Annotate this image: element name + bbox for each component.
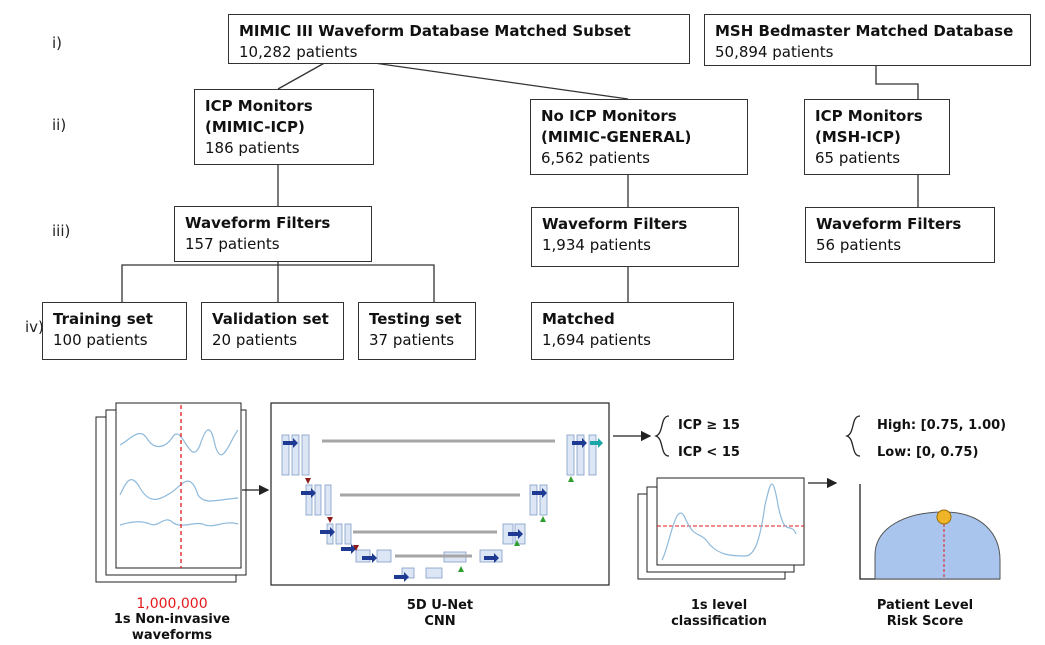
icp-trace <box>661 483 797 561</box>
stage-label: i) <box>52 34 63 52</box>
box-subtitle: (MIMIC-GENERAL) <box>541 128 692 146</box>
icp-monitors-mimic-box: ICP Monitors (MIMIC-ICP) 186 patients <box>194 89 374 165</box>
risk-high-label: High: [0.75, 1.00) <box>877 418 1007 433</box>
box-title: Training set <box>53 310 153 328</box>
matched-box: Matched 1,694 patients <box>531 302 734 360</box>
icp-monitors-msh-box: ICP Monitors (MSH-ICP) 65 patients <box>804 99 950 175</box>
stage-label: ii) <box>52 116 67 134</box>
box-count: 10,282 patients <box>239 43 358 61</box>
box-title: MSH Bedmaster Matched Database <box>715 22 1014 40</box>
classification-caption: 1s level classification <box>654 598 784 630</box>
brace-icon <box>845 415 861 457</box>
waveform-filters-mimic-icp-box: Waveform Filters 157 patients <box>174 206 372 262</box>
icp-low-label: ICP < 15 <box>678 445 740 460</box>
testing-set-box: Testing set 37 patients <box>358 302 476 360</box>
box-count: 56 patients <box>816 236 902 254</box>
caption-line: Patient Level <box>876 598 974 613</box>
box-subtitle: (MIMIC-ICP) <box>205 118 305 136</box>
box-count: 157 patients <box>185 235 280 253</box>
box-title: Waveform Filters <box>542 215 688 233</box>
risk-score-plot <box>859 484 1001 580</box>
training-set-box: Training set 100 patients <box>42 302 187 360</box>
box-title: ICP Monitors <box>815 107 923 125</box>
box-title: Matched <box>542 310 615 328</box>
caption-line: Risk Score <box>886 614 964 629</box>
box-title: MIMIC III Waveform Database Matched Subs… <box>239 22 631 40</box>
waveforms-count: 1,000,000 <box>136 596 208 612</box>
box-subtitle: (MSH-ICP) <box>815 128 901 146</box>
waveform-filters-general-box: Waveform Filters 1,934 patients <box>531 207 739 267</box>
box-count: 20 patients <box>212 331 298 349</box>
box-count: 1,934 patients <box>542 236 651 254</box>
risk-score-caption: Patient Level Risk Score <box>860 598 990 630</box>
risk-low-label: Low: [0, 0.75) <box>877 445 979 460</box>
box-count: 65 patients <box>815 149 901 167</box>
box-title: Waveform Filters <box>185 214 331 232</box>
box-count: 186 patients <box>205 139 300 157</box>
msh-database-box: MSH Bedmaster Matched Database 50,894 pa… <box>704 14 1031 66</box>
box-title: ICP Monitors <box>205 97 313 115</box>
classification-stack <box>637 477 805 580</box>
validation-set-box: Validation set 20 patients <box>201 302 344 360</box>
box-count: 100 patients <box>53 331 148 349</box>
box-count: 50,894 patients <box>715 43 834 61</box>
caption-line: classification <box>671 614 767 629</box>
brace-icon <box>654 415 670 457</box>
box-title: Testing set <box>369 310 462 328</box>
caption-line: 1s level <box>690 598 748 613</box>
box-count: 1,694 patients <box>542 331 651 349</box>
waveform-filters-msh-box: Waveform Filters 56 patients <box>805 207 995 263</box>
waveforms-caption: 1,000,000 1s Non-invasive waveforms <box>102 596 242 644</box>
stage-label: iv) <box>25 318 44 336</box>
no-icp-monitors-box: No ICP Monitors (MIMIC-GENERAL) 6,562 pa… <box>530 99 748 175</box>
unet-caption: 5D U-Net CNN <box>380 598 500 630</box>
caption-line: CNN <box>424 614 456 629</box>
caption-line: 1s Non-invasive <box>113 612 231 627</box>
unet-diagram <box>270 402 610 586</box>
box-count: 6,562 patients <box>541 149 650 167</box>
box-title: No ICP Monitors <box>541 107 677 125</box>
icp-high-label: ICP ≥ 15 <box>678 418 740 433</box>
waveform-traces <box>119 429 239 527</box>
stage-label: iii) <box>52 222 71 240</box>
mimic-database-box: MIMIC III Waveform Database Matched Subs… <box>228 14 690 64</box>
caption-line: waveforms <box>131 628 213 643</box>
box-count: 37 patients <box>369 331 455 349</box>
box-title: Validation set <box>212 310 329 328</box>
caption-line: 5D U-Net <box>406 598 474 613</box>
box-title: Waveform Filters <box>816 215 962 233</box>
